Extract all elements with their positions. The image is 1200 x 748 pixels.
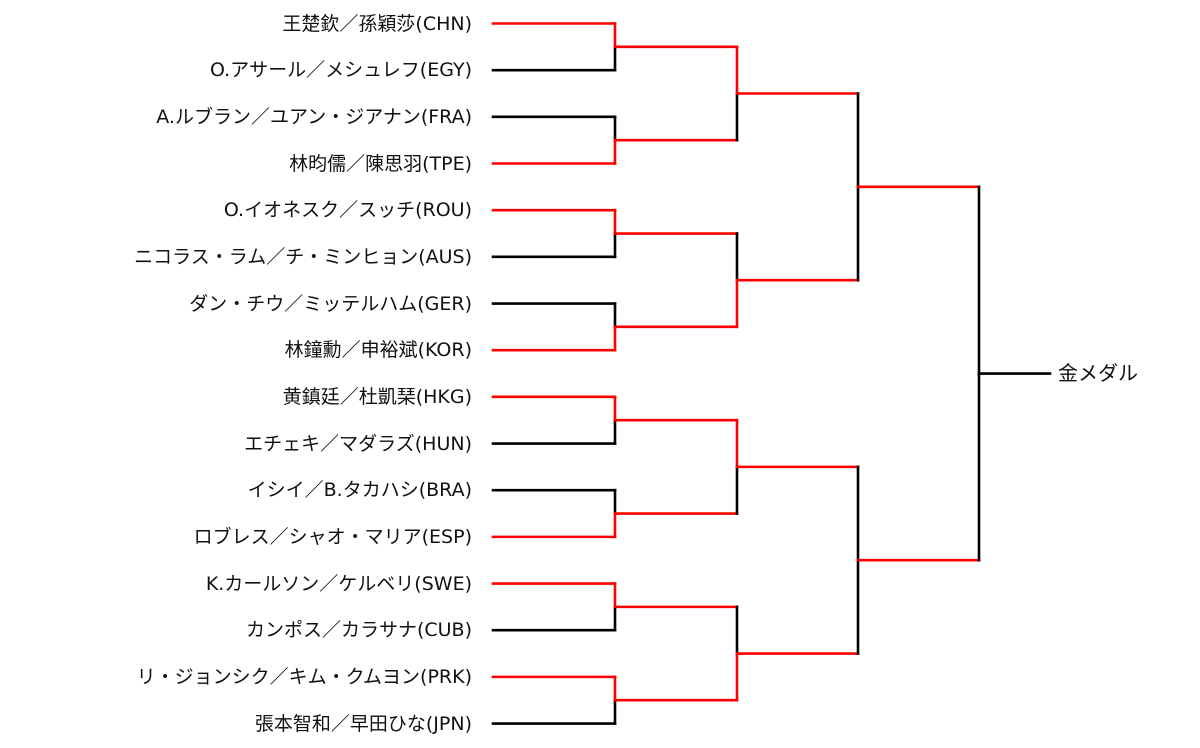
gold-medal-label: 金メダル — [1058, 361, 1138, 385]
entry-label: リ・ジョンシク／キム・クムヨン(PRK) — [136, 665, 472, 688]
entry-label: カンポス／カラサナ(CUB) — [245, 619, 472, 642]
entry-label: ロブレス／シャオ・マリア(ESP) — [193, 525, 472, 548]
entry-label: 張本智和／早田ひな(JPN) — [254, 712, 472, 735]
entry-label: 王楚欽／孫穎莎(CHN) — [282, 12, 472, 35]
entry-label: O.イオネスク／スッチ(ROU) — [223, 199, 472, 222]
entry-label: ニコラス・ラム／チ・ミンヒョン(AUS) — [134, 245, 472, 268]
entry-label: エチェキ／マダラズ(HUN) — [244, 432, 472, 455]
entry-label: イシイ／B.タカハシ(BRA) — [247, 479, 472, 502]
entry-label: 黄鎮廷／杜凱琹(HKG) — [282, 385, 472, 408]
entry-label: 林鐘勳／申裕斌(KOR) — [284, 339, 472, 362]
entry-label: O.アサール／メシュレフ(EGY) — [209, 59, 472, 82]
entry-label: ダン・チウ／ミッテルハム(GER) — [189, 292, 472, 315]
entry-label: 林昀儒／陳思羽(TPE) — [289, 152, 472, 175]
entry-label: K.カールソン／ケルベリ(SWE) — [205, 572, 472, 595]
entry-label: A.ルブラン／ユアン・ジアナン(FRA) — [156, 105, 472, 128]
